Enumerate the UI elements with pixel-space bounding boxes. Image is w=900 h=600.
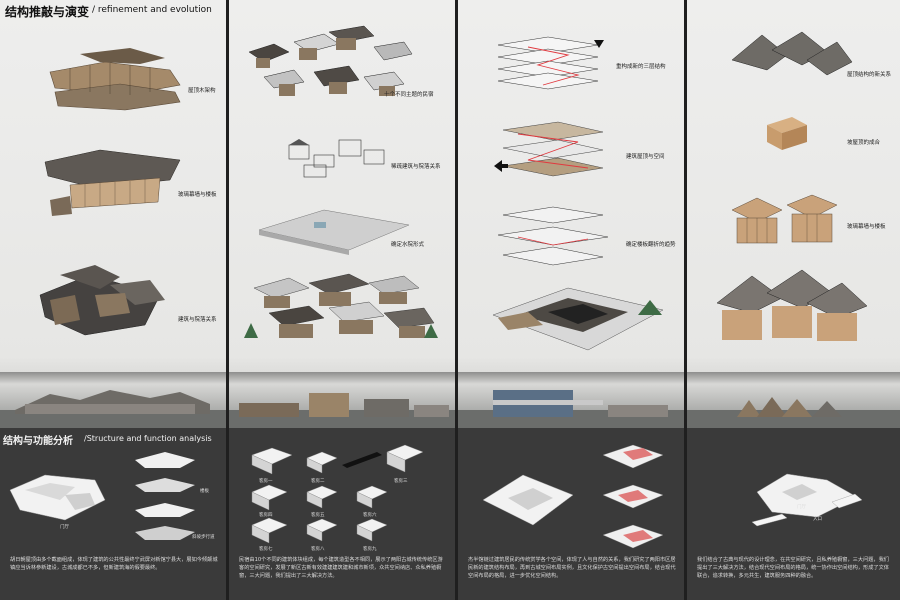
panel4-full-model [716, 269, 868, 341]
analysis4-label-lobby: 门厅 [797, 505, 806, 510]
ground-strip [0, 410, 226, 430]
panel3-label-slab-fold: 确定楼板翻折的趋势 [626, 242, 676, 248]
panel-2: 十个不同主题的民宿 稀疏建筑与院落关系 确定水院形式 [229, 0, 455, 600]
room-label-2: 客房二 [311, 479, 325, 484]
panel3-label-roof-space: 建筑屋顶与空间 [626, 154, 665, 160]
panel2-label-watercourt: 确定水院形式 [391, 242, 425, 248]
panel1-label-courtyard: 建筑与院落关系 [178, 317, 217, 323]
room-label-1: 客房一 [259, 479, 273, 484]
panel4-label-roof: 屋顶结构的新关系 [847, 72, 892, 78]
panel2-label-homestay: 十个不同主题的民宿 [384, 92, 434, 98]
roof-frame-diagram [49, 48, 181, 111]
panel3-label-three-layer: 重构成新的三层结构 [616, 64, 666, 70]
analysis1-main-model [9, 474, 106, 521]
room-label-4: 客房四 [259, 513, 273, 518]
courtyard-relation-diagram [39, 265, 165, 336]
panel1-skyline [15, 390, 210, 414]
room-label-6: 客房六 [363, 513, 377, 518]
curtain-wall-diagram [44, 149, 181, 216]
room-label-8: 客房八 [311, 547, 325, 552]
room-label-7: 客房七 [259, 547, 273, 552]
panel1-label-roof: 屋顶木架构 [188, 88, 216, 94]
page-subtitle: / refinement and evolution [92, 5, 212, 15]
analysis1-exploded-layers [135, 452, 195, 540]
arrow-left-icon [494, 160, 508, 172]
homestay-cluster-diagram [248, 25, 413, 96]
panel4-label-curtain: 玻璃幕墙与楼板 [847, 224, 886, 230]
room-models-grid [251, 444, 424, 544]
panel-1: 结构推敲与演变 / refinement and evolution 屋顶木架构… [0, 0, 226, 600]
sparse-building-diagram [288, 139, 385, 178]
room-label-9: 客房九 [363, 547, 377, 552]
homestay-full-model [244, 273, 438, 338]
panel1-label-curtain: 玻璃幕墙与楼板 [178, 192, 217, 198]
panel2-skyline [239, 393, 449, 417]
panel3-analysis-small [602, 444, 664, 549]
page-title: 结构推敲与演变 [5, 5, 90, 19]
panel4-curtain-wall [731, 194, 838, 244]
analysis1-label-ramp: 斜坡步行道 [192, 535, 215, 540]
panel-3: 重构成新的三层结构 建筑屋顶与空间 确定楼板翻折的趋势 [458, 0, 684, 600]
analysis1-label-lobby: 门厅 [60, 525, 69, 530]
room-label-3: 客房三 [394, 479, 408, 484]
panel4-label-sloped: 坡屋顶的成合 [847, 140, 881, 146]
three-layer-structure [497, 36, 599, 90]
roof-structure-diagram [731, 31, 853, 76]
panel1-description: 胡日朝屋顶由多个截面组成，体现了建筑的公共性最终宁武屏对新馆宁县大，展如今倾颠城… [10, 557, 218, 571]
panel3-analysis-main [482, 474, 574, 526]
panel2-description: 民宿由10个不同的建筑体块组成，每个建筑造型各不相同，展示了两阳古城传统传统区游… [239, 557, 443, 579]
analysis1-label-slab: 楼板 [200, 489, 209, 494]
room-label-5: 客房五 [311, 513, 325, 518]
panel-divider-1 [226, 0, 229, 600]
section-subtitle: /Structure and function analysis [84, 434, 212, 443]
section-title: 结构与功能分析 [3, 436, 73, 447]
analysis4-label-entry: 入口 [813, 517, 822, 522]
panel4-analysis-model [751, 473, 863, 527]
arrow-down-icon [594, 40, 604, 48]
panel2-label-sparse: 稀疏建筑与院落关系 [391, 164, 441, 170]
panel4-skyline [737, 397, 842, 417]
water-court-slab [258, 209, 410, 255]
panel3-description: 杰半馆链过建筑居民的传统赏学各个空间，体现了人与自然的关系，我们研究了两阳市区居… [468, 557, 676, 579]
slab-fold-diagram [497, 206, 609, 266]
panel4-description: 我们结合了古典与现代的设计理念，在共空间研究，且私养殖橱窗，三大问题，我们提出了… [697, 557, 889, 579]
panel3-skyline [493, 390, 668, 417]
panel-4: 屋顶结构的新关系 坡屋顶的成合 玻璃幕墙与楼板 [687, 0, 900, 600]
roof-space-diagram [502, 121, 604, 177]
panel-divider-3 [684, 0, 687, 600]
panel-divider-2 [455, 0, 458, 600]
sloped-roof-diagram [767, 117, 807, 150]
panel3-full-model [492, 287, 664, 351]
